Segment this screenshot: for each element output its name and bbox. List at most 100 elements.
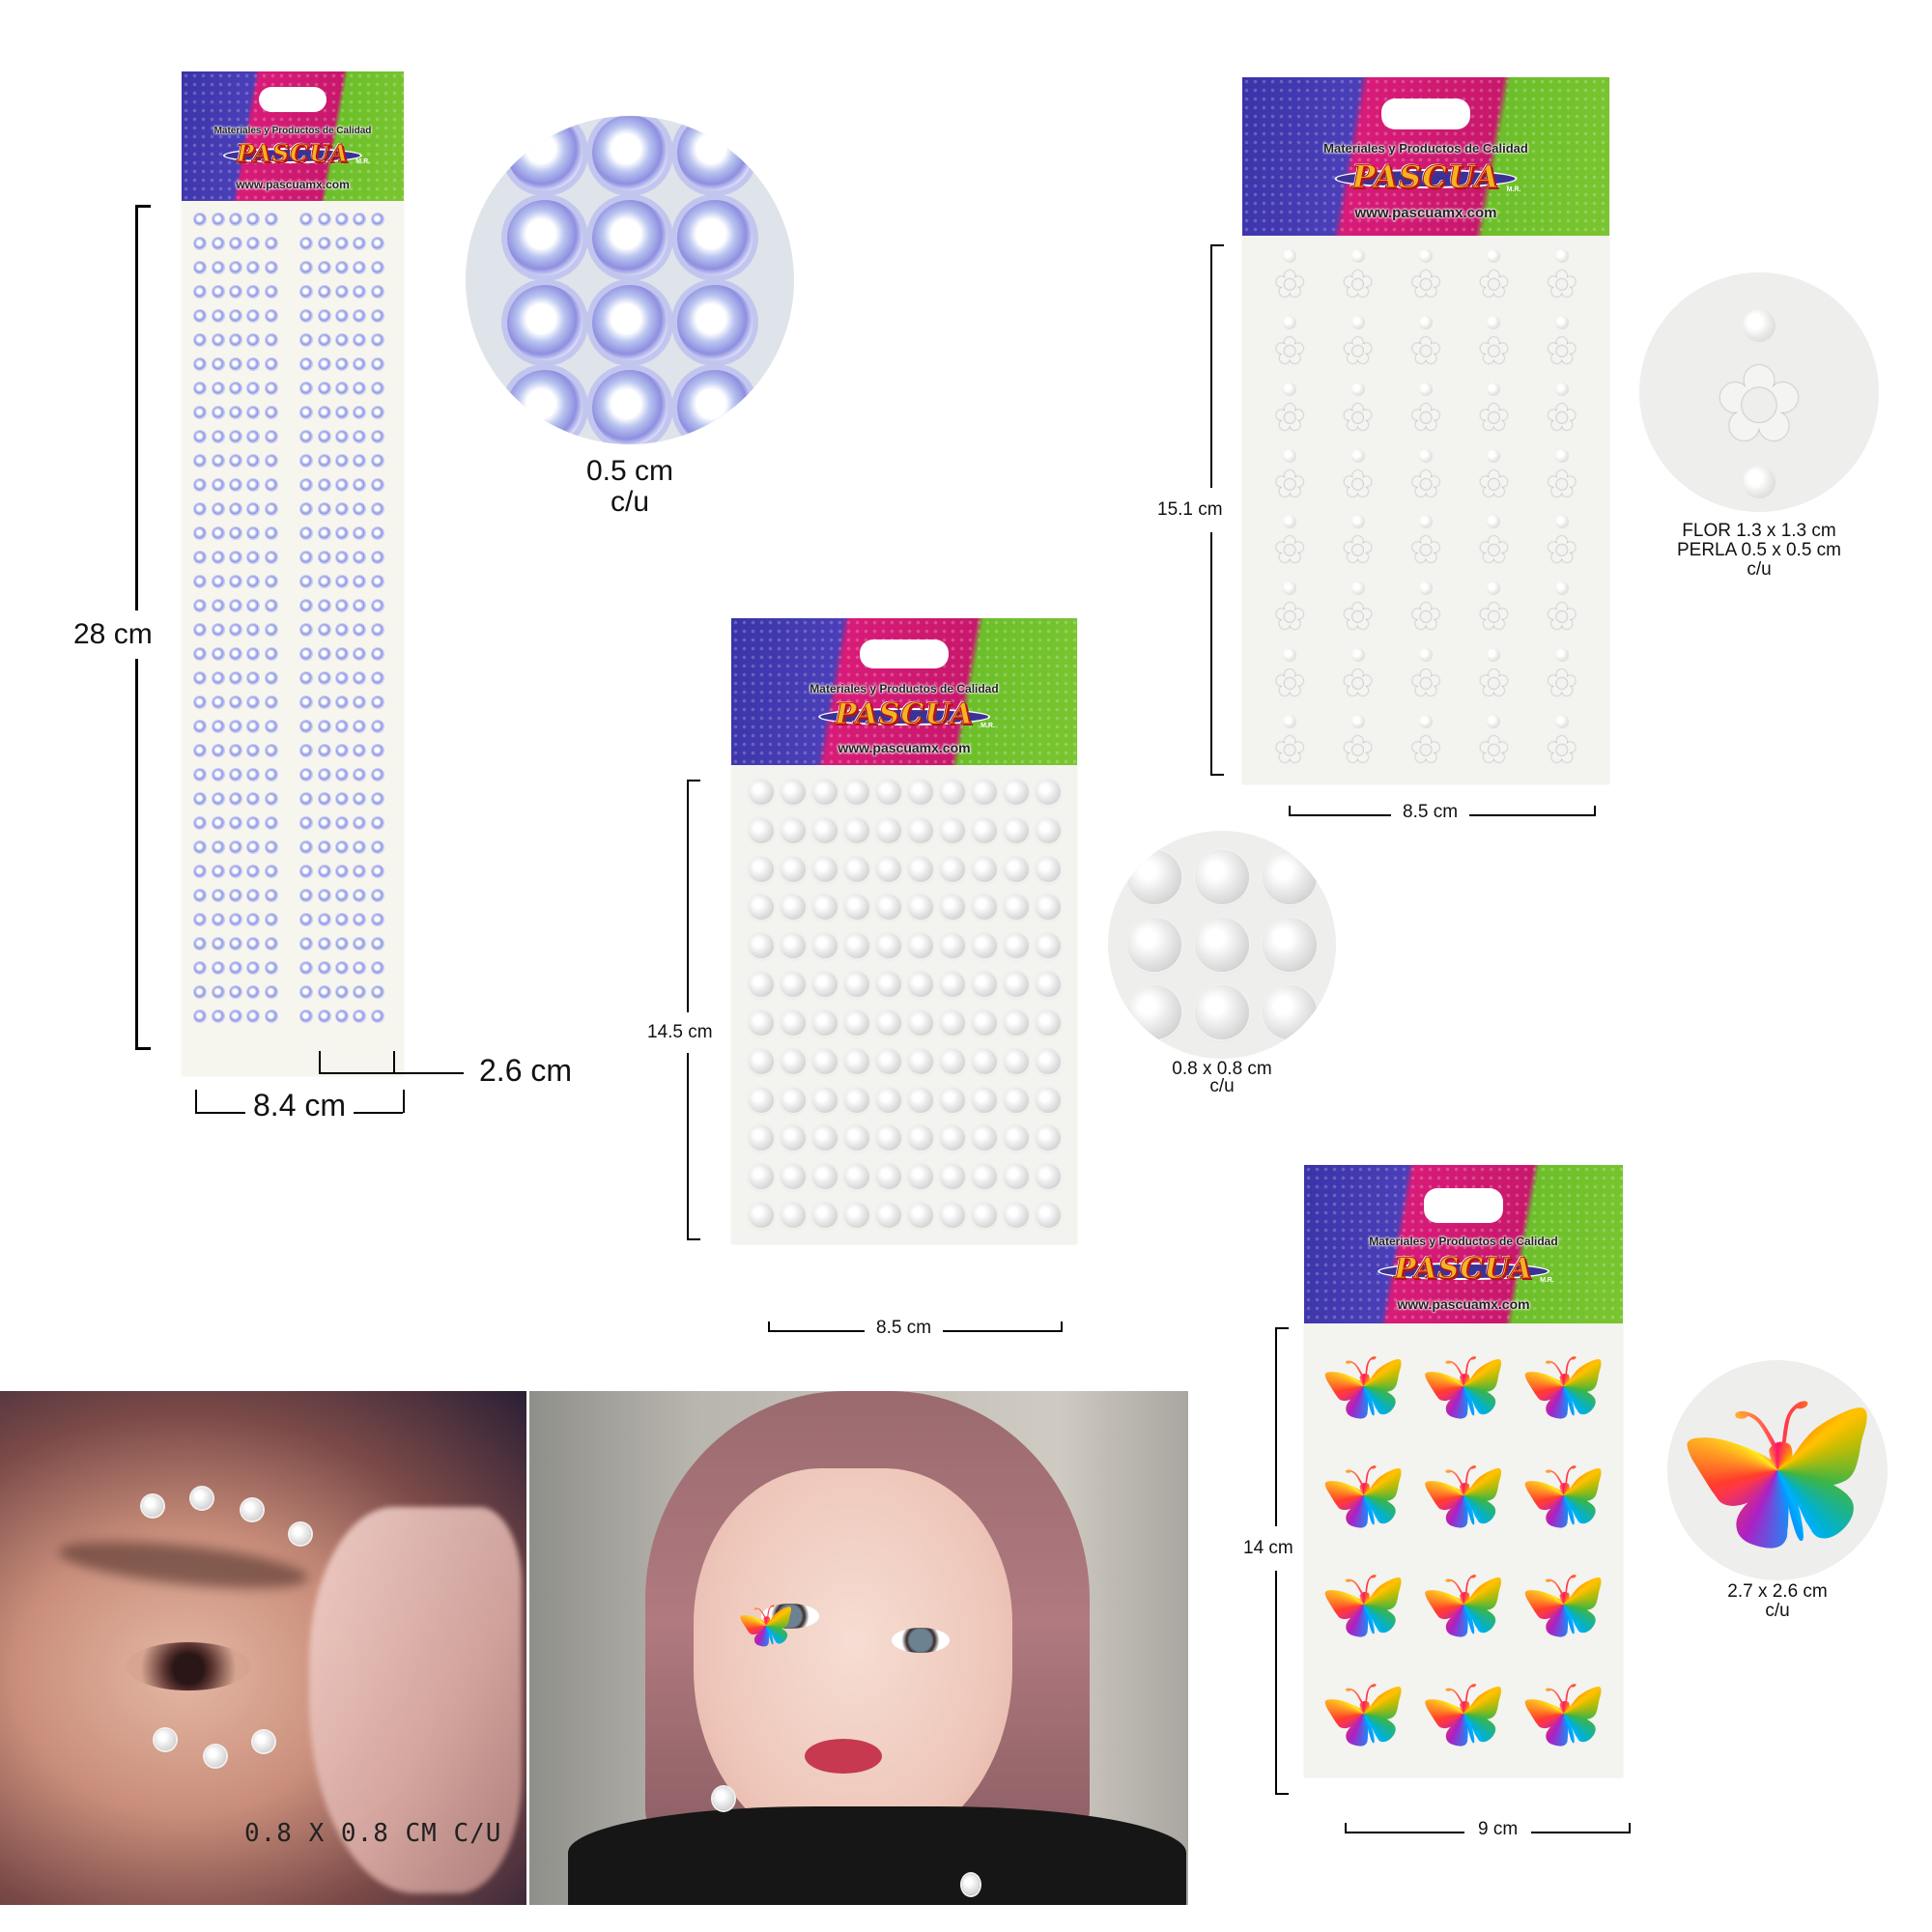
rhinestone — [371, 671, 384, 684]
flower-pearl-cell: ✿ — [1547, 316, 1577, 370]
rhinestone — [265, 671, 277, 684]
rhinestone — [354, 382, 366, 394]
rhinestone — [318, 768, 330, 781]
rhinestone — [354, 502, 366, 515]
rhinestone — [371, 382, 384, 394]
rhinestone — [300, 237, 313, 249]
width-tick-left — [195, 1090, 197, 1113]
rhinestone — [371, 985, 384, 998]
width-tick-right — [403, 1090, 405, 1113]
pearl — [1743, 309, 1776, 342]
flower-pearl-cell: ✿ — [1546, 382, 1577, 439]
brand-url: www.pascuamx.com — [1397, 1296, 1530, 1312]
rhinestone — [229, 840, 242, 853]
rhinestone — [247, 937, 260, 950]
rhinestone — [265, 1009, 277, 1022]
rhinestone — [318, 285, 330, 298]
pearl — [780, 1125, 806, 1151]
rhinestone — [371, 430, 384, 442]
rhinestone — [300, 889, 313, 901]
rhinestone — [300, 599, 313, 611]
detail-caption-flowers: FLOR 1.3 x 1.3 cm PERLA 0.5 x 0.5 cm c/u — [1648, 522, 1870, 580]
rhinestone — [371, 575, 384, 587]
rhinestone — [354, 671, 366, 684]
rhinestone — [212, 913, 224, 925]
rhinestone-strip-left — [191, 207, 280, 1066]
rhinestone — [194, 237, 207, 249]
width-tick-left — [1289, 806, 1291, 815]
rhinestone — [265, 551, 277, 563]
flower-pearl-cell: ✿ — [1478, 515, 1509, 569]
flower-icon: ✿ — [1546, 397, 1577, 439]
rhinestone — [212, 213, 224, 225]
rhinestone — [212, 430, 224, 442]
pearl — [811, 1048, 838, 1074]
brand-header: Materiales y Productos de Calidad PASCUA… — [1304, 1165, 1623, 1323]
rhinestone — [229, 237, 242, 249]
pearl — [1350, 582, 1365, 596]
rhinestone — [300, 744, 313, 756]
rhinestone — [507, 116, 582, 190]
pearl — [811, 1164, 838, 1190]
rhinestone — [229, 551, 242, 563]
flower-pearl-cell: ✿ — [1547, 448, 1577, 503]
pearl — [907, 1048, 933, 1074]
rhinestone — [247, 261, 260, 273]
flower-pearl-cell: ✿ — [1478, 316, 1509, 370]
height-label: 14.5 cm — [645, 1012, 715, 1053]
flower-icon: ✿ — [1546, 530, 1577, 572]
flower-pearl-cell: ✿ — [1274, 382, 1305, 437]
flower-pearl-cell: ✿ — [1478, 249, 1509, 303]
pearl — [1003, 933, 1029, 959]
caption-size: 2.7 x 2.6 cm — [1727, 1581, 1828, 1602]
pearl — [1554, 448, 1569, 463]
height-label: 14 cm — [1241, 1526, 1295, 1571]
rhinestone — [265, 502, 277, 515]
rhinestone — [229, 768, 242, 781]
flower-pearl-cell: ✿ — [1547, 714, 1577, 769]
rhinestone — [194, 382, 207, 394]
caption-unit: c/u — [1209, 1076, 1235, 1097]
pearl — [875, 1087, 901, 1113]
rhinestone — [371, 333, 384, 346]
rhinestone — [265, 647, 277, 660]
rhinestone — [247, 454, 260, 467]
face-pearl — [242, 1499, 263, 1520]
rhinestone — [300, 575, 313, 587]
rhinestone — [265, 309, 277, 322]
pearl — [811, 972, 838, 998]
rhinestone — [318, 937, 330, 950]
butterfly-icon: 🦋 — [1520, 1347, 1607, 1425]
pearl — [1127, 985, 1181, 1039]
pearl — [1283, 714, 1297, 728]
rhinestone — [247, 985, 260, 998]
pearl — [780, 856, 806, 882]
caption-unit: c/u — [610, 485, 650, 518]
flower-icon: ✿ — [1546, 265, 1577, 306]
brand-header: Materiales y Productos de Calidad PASCUA… — [1242, 77, 1609, 236]
rhinestone — [194, 333, 207, 346]
rhinestone — [194, 502, 207, 515]
rhinestone — [194, 357, 207, 370]
pearl — [748, 895, 774, 921]
earring-pearl — [962, 1874, 980, 1895]
pearl — [1003, 1087, 1029, 1113]
caption-unit: c/u — [1765, 1600, 1790, 1621]
pearl — [1003, 1048, 1029, 1074]
pearl — [907, 895, 933, 921]
pearl — [811, 779, 838, 805]
pearl — [1003, 1164, 1029, 1190]
flower-icon: ✿ — [1410, 331, 1441, 373]
pearl — [939, 1203, 965, 1229]
rhinestone — [265, 889, 277, 901]
flower-pearl-cell: ✿ — [1478, 714, 1509, 769]
rhinestone — [354, 237, 366, 249]
rhinestone — [247, 430, 260, 442]
caption-unit: c/u — [1747, 558, 1772, 580]
pearl — [780, 1009, 806, 1036]
flower-pearl-cell: ✿ — [1274, 515, 1305, 569]
pearl — [971, 1203, 997, 1229]
brand-tagline: Materiales y Productos de Calidad — [1323, 141, 1528, 156]
rhinestone — [247, 406, 260, 418]
pearl — [875, 1203, 901, 1229]
